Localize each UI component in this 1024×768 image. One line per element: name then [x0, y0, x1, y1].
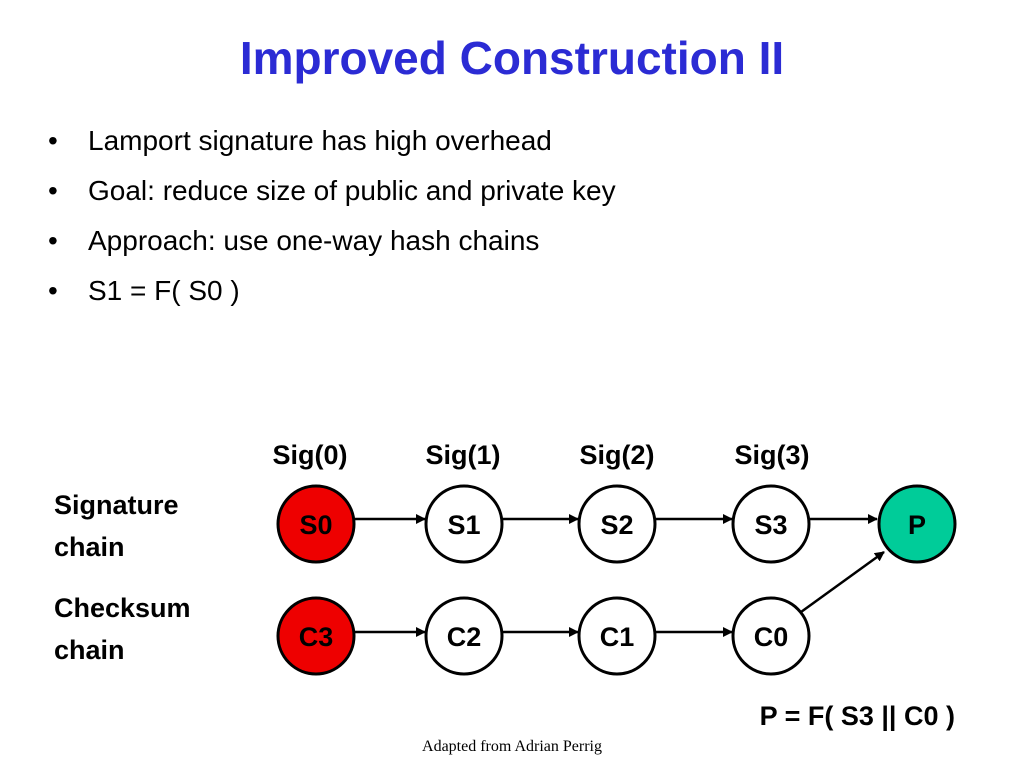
bullet-dot: • [48, 175, 58, 206]
node-c0 [731, 596, 811, 676]
bullet-dot: • [48, 225, 58, 256]
node-p [877, 484, 957, 564]
node-s2-label: S2 [600, 510, 633, 540]
node-p-label: P [908, 510, 926, 540]
node-s2 [577, 484, 657, 564]
sig-label-0: Sig(0) [272, 440, 347, 470]
bullet-text: Goal: reduce size of public and private … [88, 175, 616, 206]
bullet-text: Approach: use one-way hash chains [88, 225, 540, 256]
bullet-dot: • [48, 275, 58, 306]
node-c1 [577, 596, 657, 676]
attribution-footer: Adapted from Adrian Perrig [422, 738, 602, 755]
bullet-list: • Lamport signature has high overhead • Go… [48, 116, 616, 316]
node-s0 [276, 484, 356, 564]
sig-label-3: Sig(3) [734, 440, 809, 470]
bullet-item: • Approach: use one-way hash chains [48, 216, 616, 266]
bullet-text: Lamport signature has high overhead [88, 125, 552, 156]
sig-label-2: Sig(2) [579, 440, 654, 470]
node-c2-label: C2 [447, 622, 482, 652]
node-c1-label: C1 [600, 622, 635, 652]
sig-label-1: Sig(1) [425, 440, 500, 470]
node-c2 [424, 596, 504, 676]
signature-chain-label-line2: chain [54, 532, 125, 562]
checksum-chain-label-line2: chain [54, 635, 125, 665]
node-s3 [731, 484, 811, 564]
slide-title: Improved Construction II [239, 32, 785, 84]
bullet-item: • S1 = F( S0 ) [48, 266, 616, 316]
formula: P = F( S3 || C0 ) [760, 701, 955, 731]
arrow-c0-p [800, 550, 885, 614]
node-s1-label: S1 [447, 510, 480, 540]
checksum-chain-label-line1: Checksum [54, 593, 191, 623]
bullet-item: • Goal: reduce size of public and private… [48, 166, 616, 216]
bullet-text: S1 = F( S0 ) [88, 275, 240, 306]
node-c3-label: C3 [299, 622, 334, 652]
bullet-item: • Lamport signature has high overhead [48, 116, 616, 166]
node-s1 [424, 484, 504, 564]
node-s3-label: S3 [754, 510, 787, 540]
bullet-dot: • [48, 125, 58, 156]
signature-chain-label-line1: Signature [54, 490, 179, 520]
node-c0-label: C0 [754, 622, 789, 652]
node-c3 [276, 596, 356, 676]
node-s0-label: S0 [299, 510, 332, 540]
